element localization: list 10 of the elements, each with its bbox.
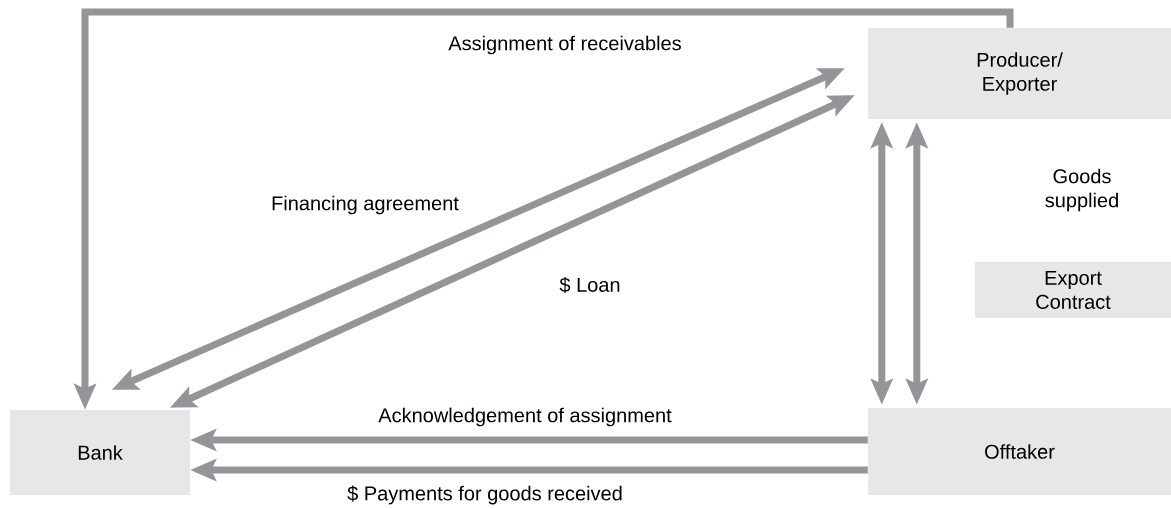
label-box: Producer/ Exporter — [868, 28, 1171, 119]
label-box: Offtaker — [868, 408, 1171, 495]
note-text: Goods supplied — [1045, 168, 1118, 212]
label-box: Export Contract — [975, 262, 1171, 318]
label-box: Bank — [10, 410, 190, 495]
edge-label: Acknowledgement of assignment — [377, 406, 673, 428]
edge-label: Financing agreement — [270, 194, 460, 216]
edge-label: $ Payments for goods received — [346, 484, 624, 506]
edge-label: $ Loan — [558, 275, 622, 295]
edge-label: Assignment of receivables — [447, 34, 683, 56]
